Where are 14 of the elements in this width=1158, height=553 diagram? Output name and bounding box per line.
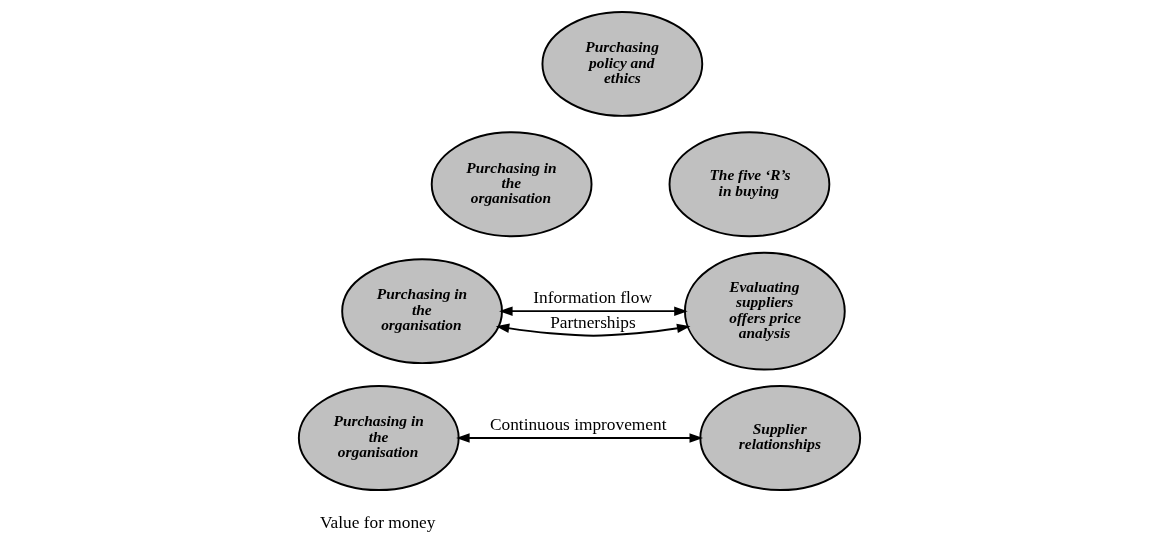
node-ellipse: Supplier relationships (698, 385, 861, 491)
node-ellipse: Purchasing in the organisation (430, 131, 592, 238)
node-ellipse: Evaluating suppliers offers price analysis (683, 251, 846, 371)
edge-label: Continuous improvement (489, 414, 666, 434)
node-ellipse: Purchasing in the organisation (297, 385, 460, 491)
label: Value for money (319, 512, 435, 532)
edge-label: Information flow (532, 287, 652, 307)
arrow (455, 433, 703, 443)
arrow (495, 323, 690, 337)
arrow (498, 306, 688, 316)
node-ellipse: Purchasing policy and ethics (540, 10, 703, 117)
node-ellipse: The five ‘R’s in buying (668, 131, 830, 238)
edge-label: Partnerships (549, 312, 636, 332)
node-ellipse: Purchasing in the organisation (340, 258, 503, 365)
